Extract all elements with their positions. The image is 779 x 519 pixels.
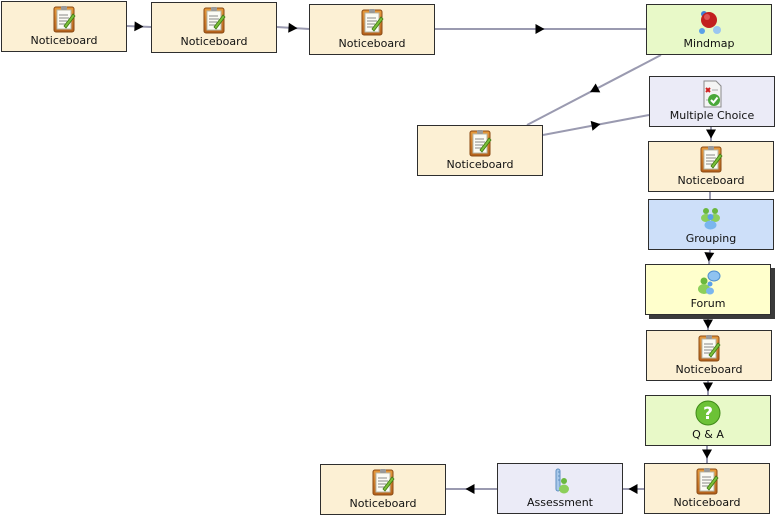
activity-label: Noticeboard <box>338 37 406 50</box>
activity-noticeboard-2[interactable]: Noticeboard <box>151 2 277 53</box>
activity-label: Forum <box>690 297 726 310</box>
noticeboard-icon <box>696 334 722 362</box>
activity-label: Q & A <box>692 428 724 441</box>
transition-arrowhead-9 <box>703 319 713 329</box>
transition-arrowhead-8 <box>704 252 715 262</box>
svg-text:?: ? <box>703 404 713 424</box>
activity-noticeboard-5[interactable]: Noticeboard <box>648 141 774 192</box>
transition-arrowhead-2 <box>288 22 298 33</box>
activity-label: Assessment <box>527 496 593 509</box>
activity-mindmap[interactable]: Mindmap <box>646 4 772 55</box>
activity-label: Noticeboard <box>673 496 741 509</box>
activity-label: Mindmap <box>683 37 735 50</box>
transition-arrowhead-4 <box>590 83 601 93</box>
activity-assessment[interactable]: Assessment <box>497 463 623 514</box>
transition-arrowhead-6 <box>706 129 716 139</box>
activity-label: Noticeboard <box>675 363 743 376</box>
activity-noticeboard-6[interactable]: Noticeboard <box>646 330 772 381</box>
transition-arrowhead-5 <box>590 120 601 131</box>
activity-multiple-choice[interactable]: Multiple Choice <box>649 76 775 127</box>
noticeboard-icon <box>698 145 724 173</box>
question-icon: ? <box>695 399 721 427</box>
activity-label: Noticeboard <box>349 497 417 510</box>
noticeboard-icon <box>51 5 77 33</box>
noticeboard-icon <box>359 8 385 36</box>
activity-noticeboard-4[interactable]: Noticeboard <box>417 125 543 176</box>
activity-noticeboard-7[interactable]: Noticeboard <box>644 463 770 514</box>
activity-label: Grouping <box>685 232 737 245</box>
activity-label: Multiple Choice <box>669 109 755 122</box>
noticeboard-icon <box>467 129 493 157</box>
activity-noticeboard-1[interactable]: Noticeboard <box>1 1 127 52</box>
transition-lines <box>126 21 716 494</box>
transition-arrowhead-12 <box>628 484 638 494</box>
transition-arrowhead-13 <box>465 484 475 494</box>
activity-grouping[interactable]: Grouping <box>648 199 774 250</box>
grouping-icon <box>698 203 724 231</box>
assessment-icon <box>547 467 573 495</box>
mindmap-icon <box>696 8 722 36</box>
transition-arrowhead-10 <box>703 382 713 392</box>
transition-arrowhead-11 <box>702 449 712 459</box>
noticeboard-icon <box>370 468 396 496</box>
activity-forum[interactable]: Forum <box>645 264 771 315</box>
activity-label: Noticeboard <box>677 174 745 187</box>
activity-label: Noticeboard <box>180 35 248 48</box>
forum-icon <box>695 268 721 296</box>
multiple-choice-icon <box>699 80 725 108</box>
activity-noticeboard-3[interactable]: Noticeboard <box>309 4 435 55</box>
noticeboard-icon <box>201 6 227 34</box>
activity-noticeboard-8[interactable]: Noticeboard <box>320 464 446 515</box>
activity-label: Noticeboard <box>446 158 514 171</box>
transition-arrowhead-1 <box>134 21 144 32</box>
transition-arrowhead-3 <box>535 24 545 34</box>
noticeboard-icon <box>694 467 720 495</box>
activity-label: Noticeboard <box>30 34 98 47</box>
activity-qa[interactable]: ? Q & A <box>645 395 771 446</box>
